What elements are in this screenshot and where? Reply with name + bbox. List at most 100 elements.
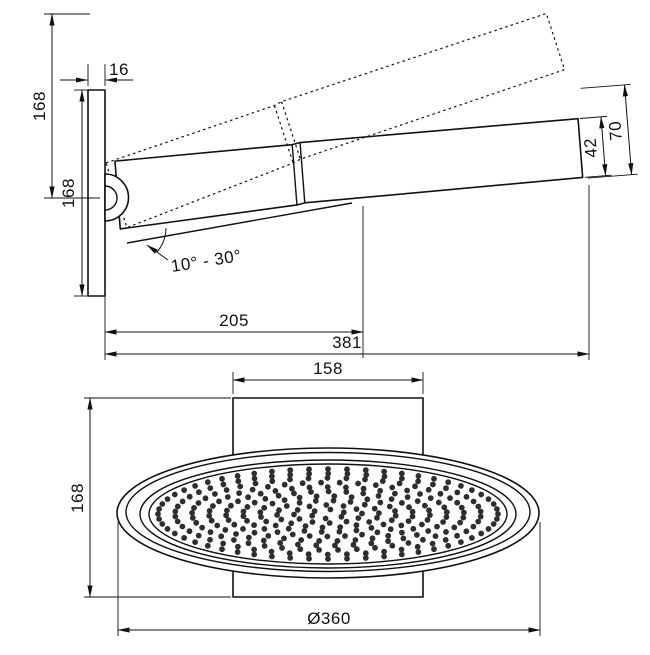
nozzle-dot bbox=[477, 508, 484, 515]
nozzle-dot bbox=[181, 487, 188, 493]
nozzle-dot bbox=[414, 498, 421, 504]
nozzle-dot bbox=[251, 470, 258, 477]
nozzle-dot bbox=[228, 502, 234, 509]
nozzle-dot bbox=[422, 502, 428, 509]
nozzle-dot bbox=[431, 475, 437, 482]
nozzle-dot bbox=[324, 484, 331, 490]
nozzle-dot bbox=[279, 545, 285, 551]
nozzle-dot bbox=[281, 535, 287, 542]
phantom-joint-line bbox=[273, 105, 294, 164]
nozzle-dot bbox=[206, 512, 213, 519]
nozzle-dot bbox=[245, 540, 252, 547]
nozzle-dot bbox=[437, 490, 444, 497]
nozzle-dot bbox=[313, 542, 320, 549]
nozzle-dot bbox=[338, 513, 345, 520]
nozzle-dot bbox=[223, 512, 230, 519]
nozzle-dot bbox=[398, 470, 405, 477]
shower-arm: 42 70 bbox=[114, 83, 638, 230]
nozzle-dot bbox=[312, 498, 319, 504]
nozzle-dot bbox=[440, 519, 446, 525]
nozzle-dot bbox=[288, 520, 295, 527]
nozzle-dot bbox=[364, 496, 371, 503]
nozzle-dot bbox=[246, 534, 252, 541]
nozzle-dot bbox=[309, 512, 316, 519]
nozzle-dot bbox=[388, 496, 395, 502]
nozzle-dot bbox=[306, 533, 313, 539]
nozzle-dot bbox=[331, 493, 338, 499]
nozzle-dot bbox=[389, 484, 396, 491]
nozzle-dot bbox=[216, 498, 222, 505]
shower-head-rim-inner bbox=[139, 459, 517, 569]
nozzle-dot bbox=[454, 532, 460, 539]
nozzle-dot bbox=[245, 494, 252, 501]
top-view: 158 168 Ø360 bbox=[68, 359, 541, 636]
nozzle-dot bbox=[276, 507, 282, 514]
nozzle-dot bbox=[269, 468, 275, 475]
phantom-arm-outline bbox=[105, 12, 566, 229]
nozzle-dot bbox=[355, 515, 362, 521]
nozzle-dot bbox=[426, 507, 432, 514]
nozzle-dot bbox=[388, 517, 395, 524]
nozzle-dot bbox=[285, 525, 292, 532]
nozzle-dot bbox=[302, 523, 309, 529]
nozzle-dot bbox=[490, 501, 497, 507]
nozzle-dot bbox=[343, 484, 349, 491]
nozzle-dot bbox=[343, 475, 350, 482]
nozzle-dot bbox=[308, 489, 314, 495]
nozzle-dot bbox=[306, 466, 312, 473]
nozzle-dot bbox=[156, 516, 163, 522]
nozzle-dot bbox=[195, 500, 202, 506]
nozzle-dot bbox=[376, 510, 382, 516]
nozzle-dot bbox=[277, 540, 284, 546]
nozzle-dot bbox=[379, 478, 386, 484]
nozzle-dot bbox=[207, 536, 213, 543]
nozzle-dot bbox=[485, 496, 492, 502]
dim-head-thickness: 42 bbox=[579, 115, 612, 178]
nozzle-dot bbox=[191, 505, 197, 511]
nozzle-dot bbox=[375, 493, 382, 499]
nozzle-dot bbox=[234, 473, 241, 479]
nozzle-dot bbox=[220, 540, 227, 547]
nozzle-dot bbox=[326, 520, 333, 526]
nozzle-dot bbox=[244, 504, 251, 510]
nozzle-dot bbox=[219, 546, 225, 553]
dim-42-line bbox=[599, 116, 608, 177]
nozzle-dot bbox=[237, 483, 244, 490]
nozzle-dot bbox=[155, 511, 161, 517]
nozzle-dot bbox=[409, 508, 416, 515]
nozzle-dot bbox=[295, 541, 301, 548]
nozzle-dot bbox=[274, 529, 281, 535]
nozzle-dot bbox=[368, 540, 375, 547]
nozzle-dot bbox=[478, 491, 485, 498]
nozzle-dot bbox=[443, 485, 449, 492]
nozzle-dot bbox=[172, 513, 179, 520]
spray-nozzles bbox=[155, 466, 501, 562]
nozzle-dot bbox=[353, 522, 360, 529]
dim-168b-label: 168 bbox=[68, 483, 87, 513]
nozzle-dot bbox=[425, 486, 432, 493]
nozzle-dot bbox=[405, 518, 412, 524]
dim-205-label: 205 bbox=[219, 311, 249, 330]
nozzle-dot bbox=[219, 475, 225, 482]
nozzle-dot bbox=[475, 503, 482, 510]
nozzle-dot bbox=[257, 490, 264, 497]
nozzle-dot bbox=[414, 543, 421, 550]
shower-head-rim-line bbox=[125, 451, 531, 573]
nozzle-dot bbox=[374, 514, 380, 521]
nozzle-dot bbox=[424, 517, 431, 523]
nozzle-dot bbox=[461, 509, 467, 516]
nozzle-dot bbox=[214, 522, 221, 529]
nozzle-dot bbox=[263, 518, 270, 525]
nozzle-dot bbox=[359, 510, 365, 517]
dim-42-ext-top bbox=[579, 115, 607, 119]
dim-plate-height-face: 168 bbox=[68, 397, 231, 598]
dim-381-label: 381 bbox=[332, 333, 362, 352]
nozzle-dot bbox=[234, 549, 241, 555]
nozzle-dot bbox=[204, 542, 211, 549]
nozzle-dot bbox=[206, 508, 213, 514]
nozzle-dot bbox=[272, 522, 279, 529]
nozzle-dot bbox=[374, 529, 381, 536]
dim-70-ext-top bbox=[580, 83, 631, 89]
nozzle-dot bbox=[359, 531, 365, 538]
dim-plate-thickness: 16 bbox=[60, 60, 133, 86]
